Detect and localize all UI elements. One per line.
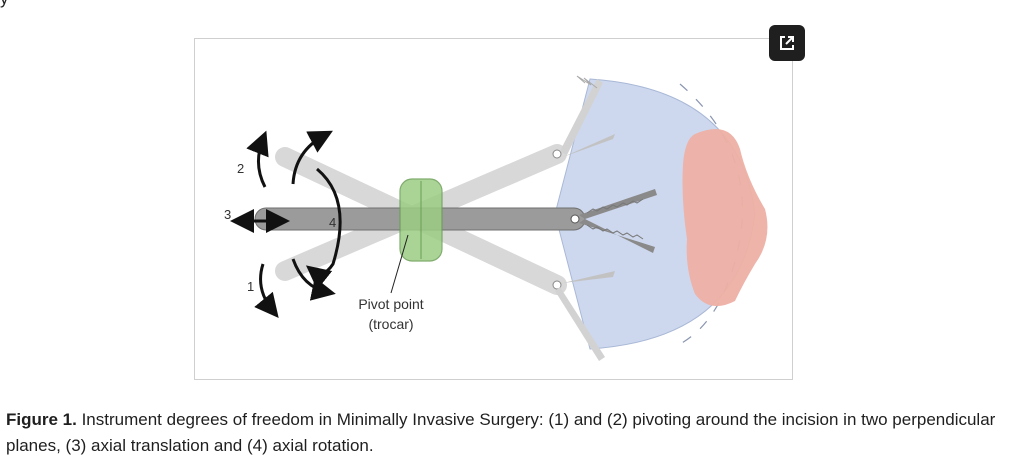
label-3: 3 bbox=[224, 207, 231, 222]
label-1: 1 bbox=[247, 279, 254, 294]
label-2: 2 bbox=[237, 161, 244, 176]
instrument-dof-diagram: 2 3 4 1 Pivot point (trocar) bbox=[224, 75, 768, 361]
figure-caption: Figure 1. Instrument degrees of freedom … bbox=[6, 407, 1016, 459]
previous-text-fragment: y bbox=[0, 0, 9, 9]
workspace-cone-rim bbox=[679, 83, 744, 345]
external-link-button[interactable] bbox=[769, 25, 805, 61]
tissue-target bbox=[682, 129, 768, 307]
pivot-sublabel: (trocar) bbox=[368, 316, 413, 332]
figure-image: 2 3 4 1 Pivot point (trocar) bbox=[194, 38, 793, 380]
trocar bbox=[399, 178, 443, 262]
dof-arrows bbox=[230, 130, 342, 318]
caption-label: Figure 1. bbox=[6, 410, 77, 429]
label-4: 4 bbox=[329, 215, 336, 230]
external-link-icon bbox=[780, 36, 794, 50]
pivot-label: Pivot point bbox=[358, 296, 423, 312]
caption-text: Instrument degrees of freedom in Minimal… bbox=[6, 410, 996, 455]
